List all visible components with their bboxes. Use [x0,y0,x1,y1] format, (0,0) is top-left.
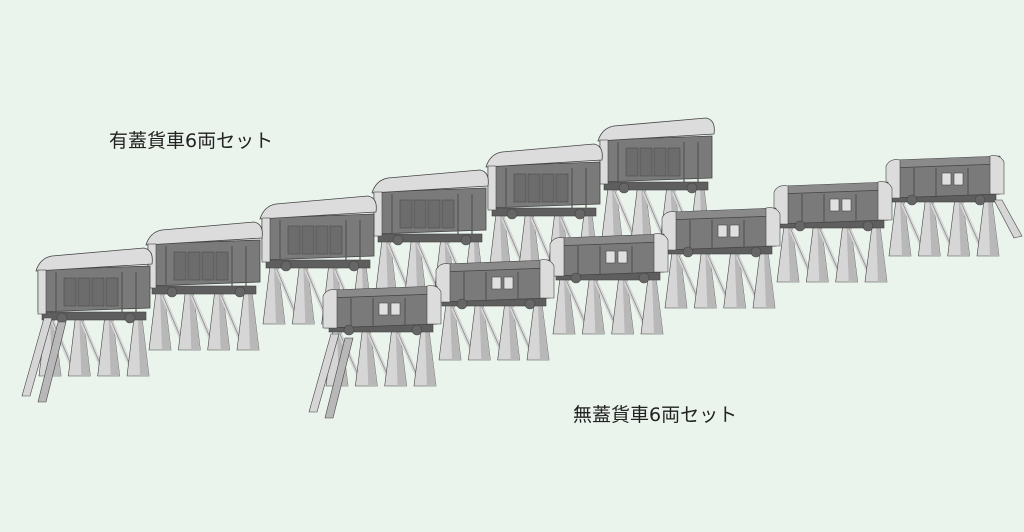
open-wagon [435,259,555,361]
open-wagon [661,207,781,309]
open-wagon-row [308,155,1023,419]
open-wagon [322,285,442,387]
open-wagon [773,181,893,283]
open-set-label: 無蓋貨車6両セット [573,404,738,426]
open-wagon [549,233,669,335]
covered-wagon [35,247,153,377]
covered-wagon [145,221,263,351]
covered-set-label: 有蓋貨車6両セット [109,130,274,152]
open-wagon [885,155,1005,257]
